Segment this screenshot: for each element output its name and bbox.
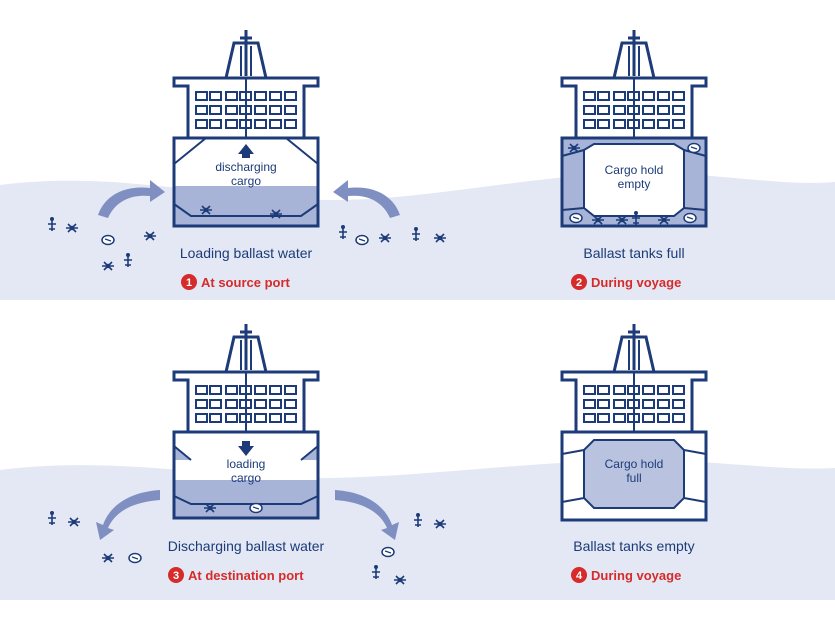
hull-text-1: Cargo hold	[605, 163, 664, 177]
panel-3: loading cargo	[172, 322, 320, 520]
panel-4-caption: Ballast tanks empty	[573, 538, 694, 554]
curved-arrow-icon	[333, 180, 400, 218]
arrow-up-icon	[238, 144, 254, 158]
hull-text-1: loading	[227, 457, 266, 471]
step-3-label: At destination port	[188, 568, 304, 583]
panel-2: Cargo hold empty	[560, 28, 708, 228]
hull-text-2: cargo	[231, 174, 261, 188]
panel-2-caption: Ballast tanks full	[583, 245, 684, 261]
step-4-label: During voyage	[591, 568, 681, 583]
step-1-label: At source port	[201, 275, 291, 290]
step-3-badge	[168, 567, 184, 583]
curved-arrow-icon	[96, 490, 160, 540]
panel-1: discharging cargo	[172, 28, 320, 228]
step-3-number: 3	[173, 570, 179, 582]
curved-arrow-icon	[335, 490, 399, 540]
hull-text-1: Cargo hold	[605, 457, 664, 471]
panel-3-caption: Discharging ballast water	[168, 538, 325, 554]
hull-text-2: empty	[618, 177, 651, 191]
hull	[560, 430, 708, 522]
hull	[172, 136, 320, 228]
curved-arrow-icon	[98, 180, 165, 218]
step-2-label: During voyage	[591, 275, 681, 290]
hull-text-1: discharging	[215, 160, 276, 174]
hull-text-2: full	[626, 471, 641, 485]
water-band-bottom	[0, 460, 835, 600]
step-2-number: 2	[576, 277, 582, 289]
step-4-number: 4	[576, 570, 583, 582]
arrow-down-icon	[238, 441, 254, 456]
step-4-badge	[571, 567, 587, 583]
step-1-number: 1	[186, 277, 192, 289]
hull	[560, 136, 708, 228]
hull-text-2: cargo	[231, 471, 261, 485]
panel-1-caption: Loading ballast water	[180, 245, 313, 261]
panel-4: Cargo hold full	[560, 322, 708, 522]
step-1-badge	[181, 274, 197, 290]
step-2-badge	[571, 274, 587, 290]
